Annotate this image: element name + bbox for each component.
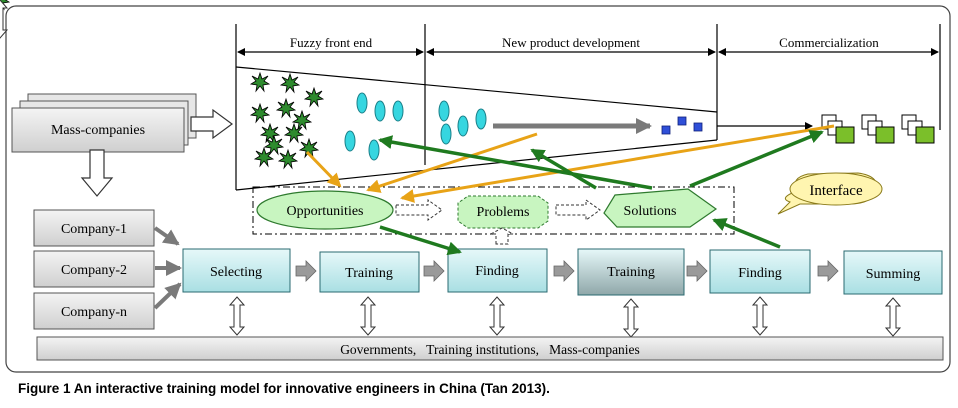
stakeholder-links (0, 0, 901, 338)
innovation-funnel (235, 66, 718, 191)
problems-node (457, 195, 549, 229)
stakeholder-bar (36, 336, 944, 361)
concept-ovals (344, 92, 487, 161)
process-flow-arrows (295, 260, 839, 282)
company-n-label: Company-n (61, 305, 127, 320)
figure-caption: Figure 1 An interactive training model f… (18, 381, 550, 396)
interface-dashed-arrows (395, 199, 601, 245)
process-training-2-label: Training (607, 265, 655, 280)
mass-companies-stack (11, 93, 197, 153)
company-1-label: Company-1 (61, 222, 127, 237)
product-squares (821, 114, 935, 144)
phase-markers (235, 24, 941, 190)
prototype-squares (661, 116, 703, 135)
green-flow-arrows (378, 130, 824, 256)
interface-callout-bubble (789, 172, 883, 206)
process-selecting-label: Selecting (210, 265, 262, 280)
solutions-node (603, 188, 718, 228)
opportunities-label: Opportunities (287, 204, 364, 219)
solutions-label: Solutions (624, 204, 677, 219)
phase-label-new-product-development: New product development (502, 35, 640, 50)
interface-callout-label: Interface (809, 183, 863, 199)
process-summing-label: Summing (866, 267, 920, 282)
stakeholder-label: Governments, Training institutions, Mass… (340, 342, 640, 357)
company-boxes (33, 209, 155, 330)
process-training-1-label: Training (345, 266, 393, 281)
orange-feedback-arrows (305, 124, 835, 203)
process-boxes (182, 248, 943, 296)
mass-to-companies-arrow (80, 149, 114, 197)
company-to-selecting-arrows (153, 226, 182, 310)
phase-label-fuzzy-front-end: Fuzzy front end (290, 35, 373, 50)
problems-label: Problems (477, 205, 530, 220)
company-2-label: Company-2 (61, 263, 127, 278)
process-finding-1-label: Finding (475, 264, 519, 279)
phase-label-commercialization: Commercialization (779, 35, 879, 50)
mass-to-funnel-arrow (190, 108, 234, 140)
process-finding-2-label: Finding (738, 266, 782, 281)
mass-companies-label: Mass-companies (51, 123, 145, 138)
opportunities-node (256, 190, 394, 230)
